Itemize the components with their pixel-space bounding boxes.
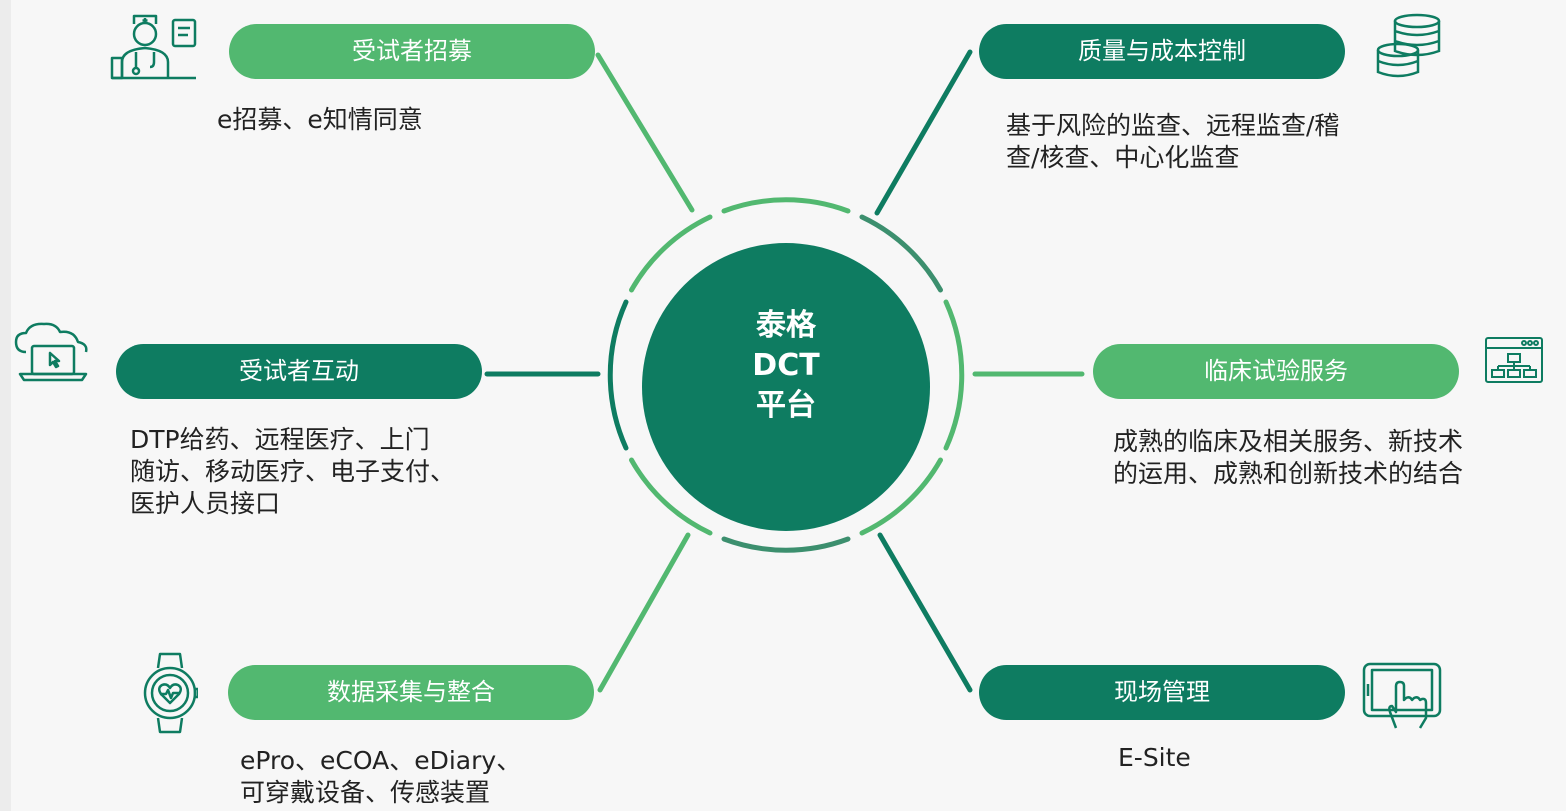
desc-data: ePro、eCOA、eDiary、 可穿戴设备、传感装置	[240, 745, 521, 809]
hub-title-line: DCT	[752, 348, 820, 383]
desc-line: 医护人员接口	[130, 489, 281, 518]
left-edge-strip	[0, 0, 11, 811]
desc-line: 查/核查、中心化监查	[1006, 143, 1240, 172]
desc-line: 可穿戴设备、传感装置	[240, 778, 491, 807]
desc-line: 基于风险的监查、远程监查/稽	[1006, 111, 1340, 140]
pill-interaction: 受试者互动	[116, 344, 482, 399]
desc-line: DTP给药、远程医疗、上门	[130, 425, 430, 454]
connector-data	[597, 532, 691, 693]
doctor-icon	[110, 14, 197, 80]
pill-quality: 质量与成本控制	[979, 24, 1345, 79]
hub-circle	[642, 243, 930, 531]
desc-line: 随访、移动医疗、电子支付、	[130, 457, 456, 486]
tablet-touch-icon	[1362, 662, 1442, 729]
hub-title-line: 泰格	[756, 308, 816, 343]
connector-quality	[874, 49, 973, 216]
desc-recruitment: e招募、e知情同意	[217, 104, 423, 136]
pill-data: 数据采集与整合	[228, 665, 594, 720]
connector-recruitment	[595, 52, 695, 213]
connector-site	[877, 532, 973, 693]
database-stack-icon	[1376, 13, 1441, 78]
hub-title-line: 平台	[756, 388, 816, 423]
desc-line: 的运用、成熟和创新技术的结合	[1113, 459, 1464, 488]
network-window-icon	[1485, 337, 1543, 383]
desc-clinical: 成熟的临床及相关服务、新技术 的运用、成熟和创新技术的结合	[1113, 426, 1463, 490]
desc-quality: 基于风险的监查、远程监查/稽 查/核查、中心化监查	[1006, 110, 1339, 174]
desc-line: ePro、eCOA、eDiary、	[240, 746, 522, 775]
desc-site: E-Site	[1118, 742, 1191, 774]
desc-interaction: DTP给药、远程医疗、上门 随访、移动医疗、电子支付、 医护人员接口	[130, 424, 455, 520]
smartwatch-icon	[143, 652, 198, 734]
desc-line: E-Site	[1118, 743, 1191, 772]
hub-title: 泰格 DCT 平台	[642, 306, 930, 426]
pill-clinical: 临床试验服务	[1093, 344, 1459, 399]
desc-line: 成熟的临床及相关服务、新技术	[1113, 427, 1464, 456]
pill-site: 现场管理	[979, 665, 1345, 720]
desc-line: e招募、e知情同意	[217, 105, 423, 134]
hub-ring	[607, 197, 965, 553]
pill-recruitment: 受试者招募	[229, 24, 595, 79]
cloud-laptop-icon	[14, 322, 88, 382]
